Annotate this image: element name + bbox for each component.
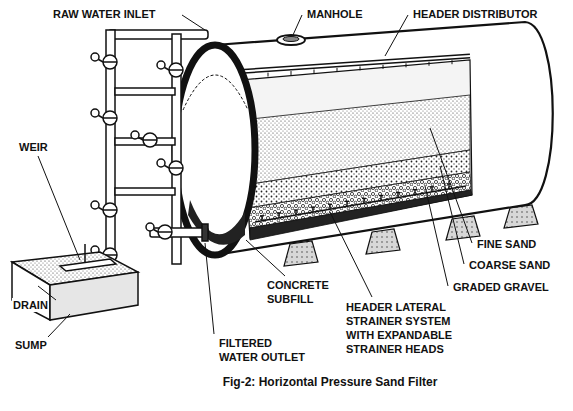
- weir: [60, 259, 116, 271]
- callout-label: MANHOLE: [306, 7, 364, 21]
- callout-label: DRAIN: [12, 298, 49, 312]
- callout-label: FILTERED WATER OUTLET: [218, 336, 314, 364]
- sump: [12, 244, 138, 320]
- callout-label: WEIR: [18, 140, 49, 154]
- callout-label: CONCRETE SUBFILL: [266, 278, 350, 306]
- manhole: [277, 35, 305, 45]
- header-distributor: [232, 56, 470, 72]
- tank: [175, 22, 553, 266]
- figure-caption: Fig-2: Horizontal Pressure Sand Filter: [223, 375, 438, 389]
- strainer-system: [255, 184, 466, 222]
- callout-label: RAW WATER INLET: [52, 7, 156, 21]
- leader-lines: [38, 15, 472, 337]
- callout-label: GRADED GRAVEL: [452, 280, 550, 294]
- tank-end: [175, 45, 255, 255]
- callout-label: HEADER DISTRIBUTOR: [412, 7, 538, 21]
- tank-shell: [215, 22, 553, 255]
- concrete-subfill: [250, 190, 472, 240]
- pipe-gallery: [91, 30, 208, 292]
- callout-label: FINE SAND: [476, 237, 537, 251]
- callout-label: COARSE SAND: [468, 258, 551, 272]
- callout-label: SUMP: [14, 338, 48, 352]
- callout-label: HEADER LATERAL STRAINER SYSTEM WITH EXPA…: [345, 300, 477, 356]
